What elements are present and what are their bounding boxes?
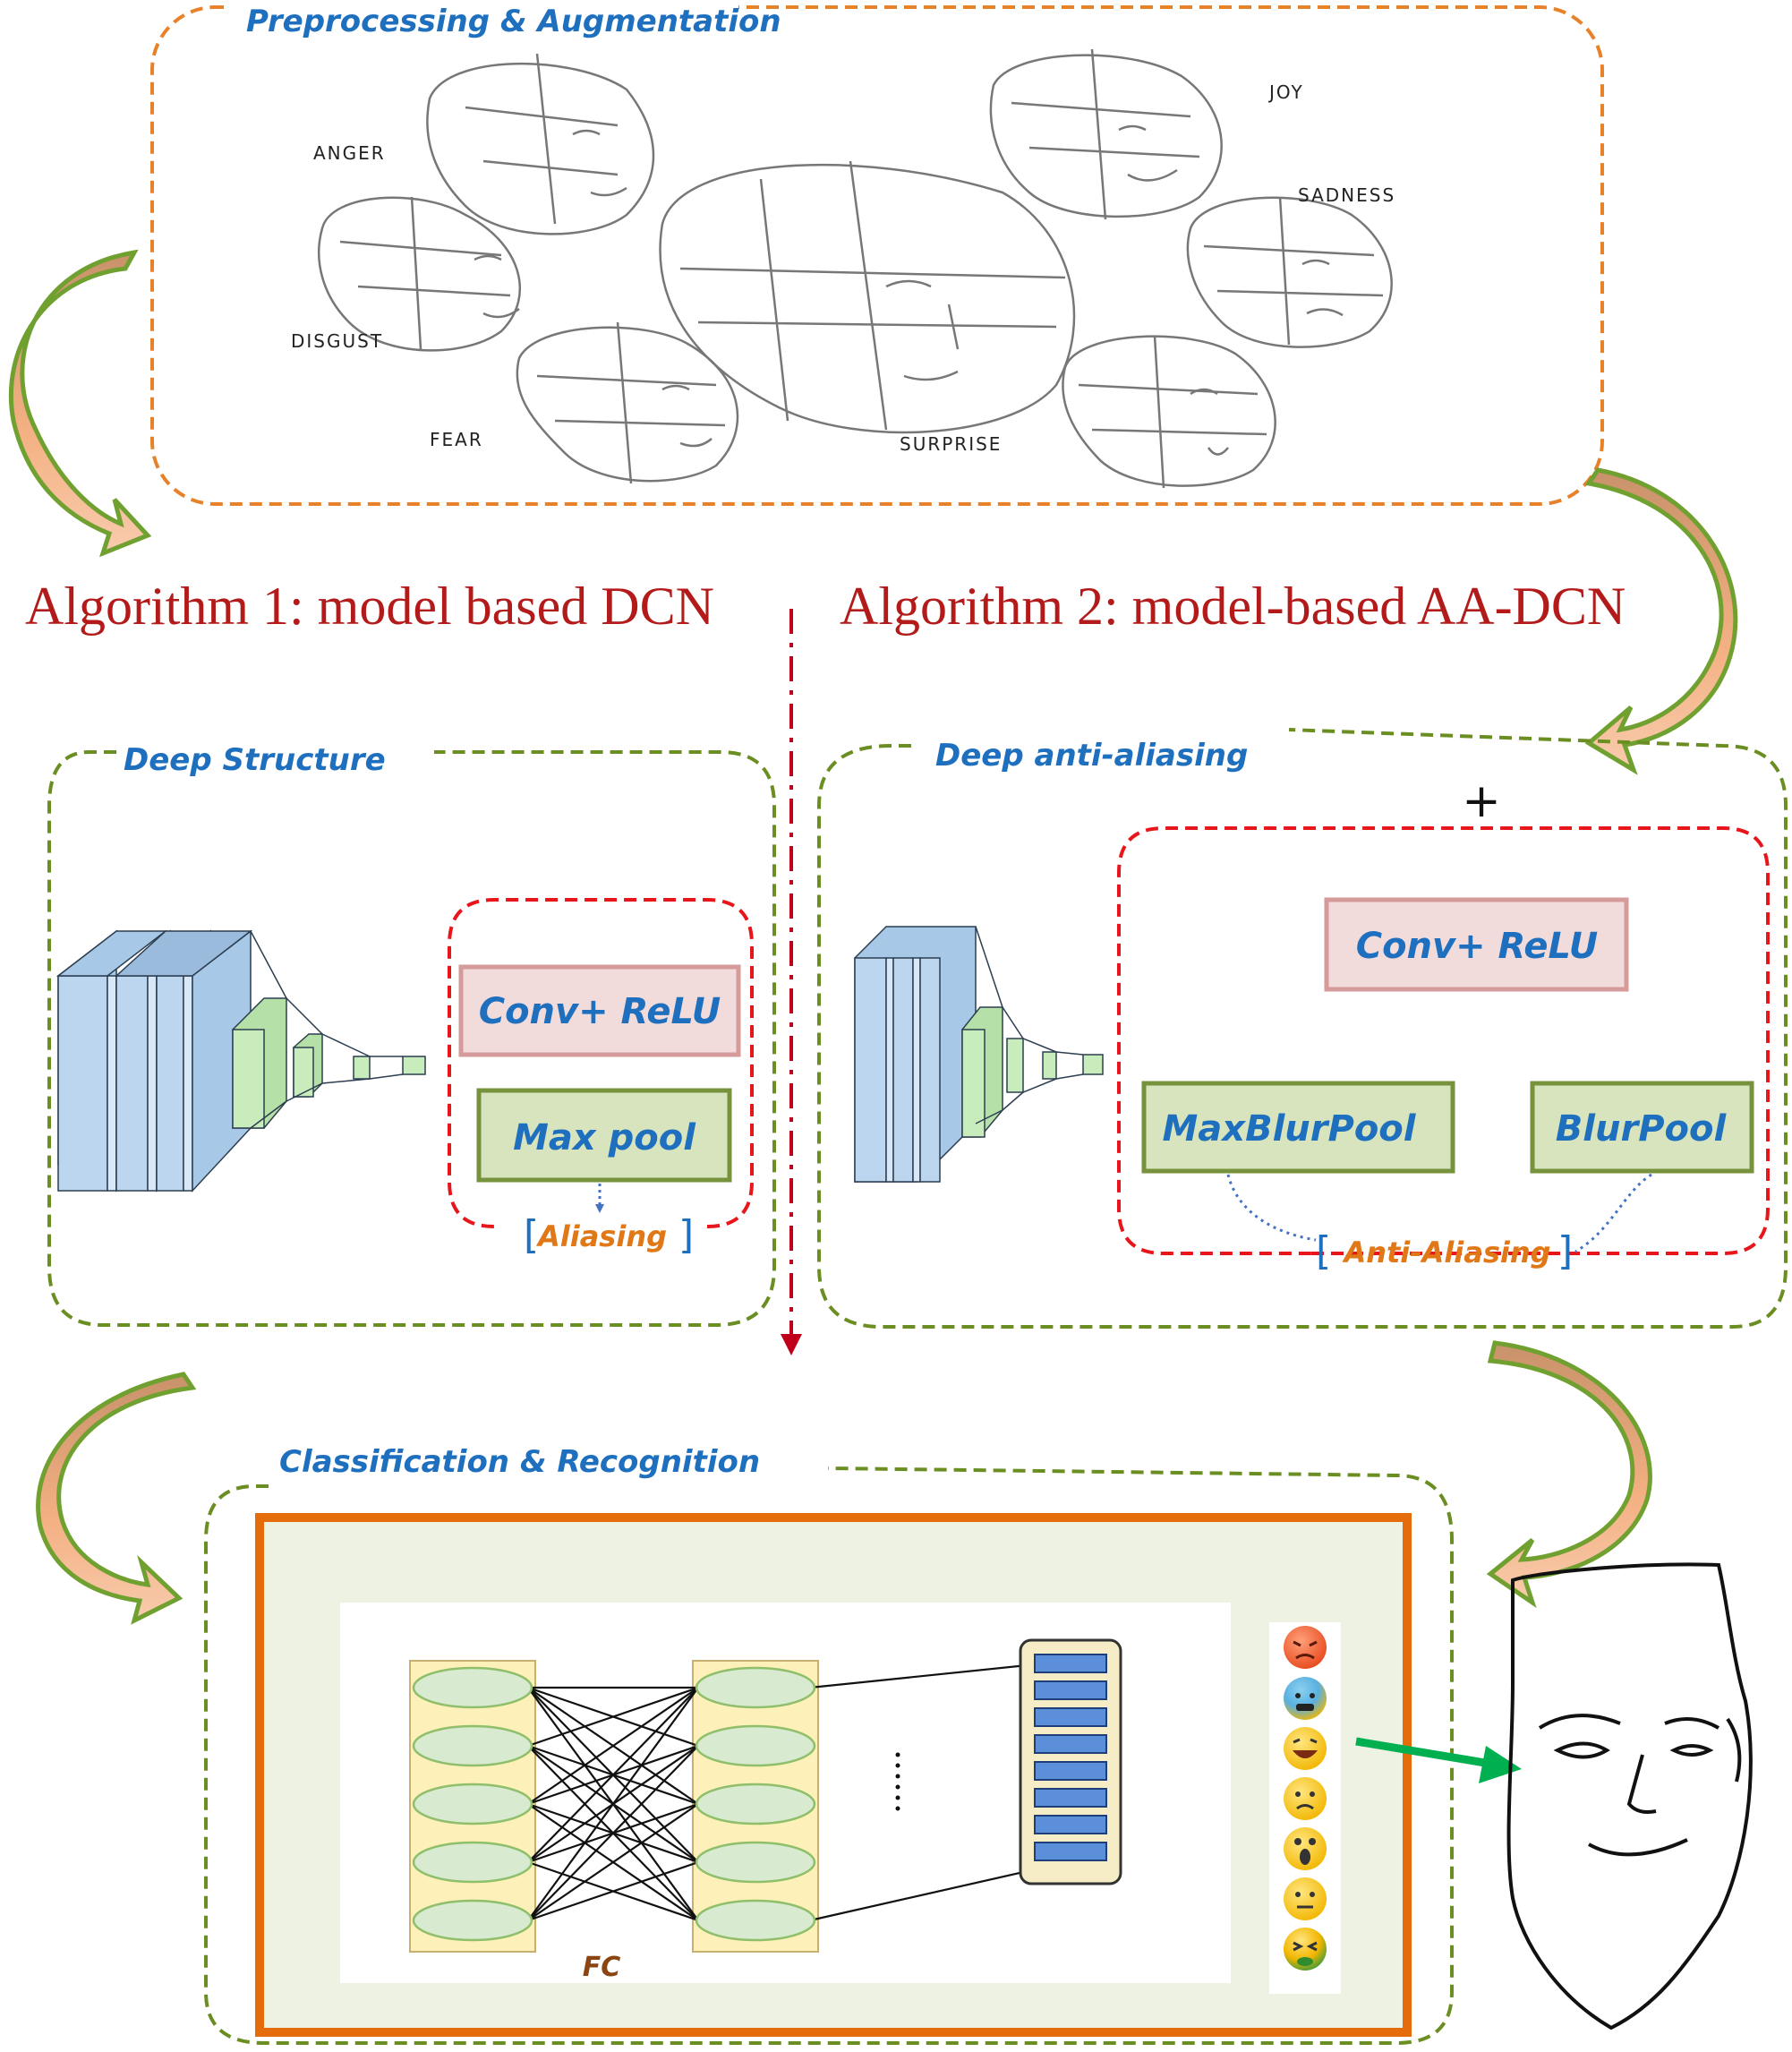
curved-arrow-left-bottom (36, 1372, 197, 1625)
maxblurpool-label: MaxBlurPool (1163, 1108, 1417, 1150)
emotion-label-surprise: SURPRISE (900, 433, 1002, 455)
preprocessing-border (150, 5, 1604, 506)
result-arrow (1355, 1737, 1522, 1783)
deep-anti-aliasing-title: Deep anti-aliasing (935, 738, 1248, 774)
aliasing-label: Aliasing (535, 1219, 667, 1253)
fc-neuron (695, 1899, 816, 1942)
classification-border (204, 1466, 1454, 2045)
sketch-face-joy (989, 48, 1223, 220)
sad-emoji-icon (1284, 1777, 1327, 1820)
conv-relu-label: Conv+ ReLU (479, 991, 721, 1032)
fc-neuron (412, 1724, 533, 1767)
classification-stage: Classification & Recognition (204, 1444, 1522, 2045)
algorithm-1-title: Algorithm 1: model based DCN (25, 577, 714, 636)
aa-conv-relu-box (1324, 897, 1629, 992)
surprised-emoji-icon (1284, 1827, 1327, 1870)
curved-arrow-right-bottom (1486, 1340, 1652, 1609)
ellipsis-dots (895, 1752, 900, 1811)
aliasing-bracket-left: [ (524, 1212, 539, 1258)
aa-conv-relu-label: Conv+ ReLU (1356, 926, 1599, 967)
blurpool-connector (1574, 1173, 1652, 1253)
maxblurpool-connector (1226, 1174, 1317, 1242)
neutral-emoji-icon (1284, 1877, 1327, 1920)
fearful-emoji-icon (1284, 1677, 1327, 1720)
algorithm-2-title: Algorithm 2: model-based AA-DCN (840, 577, 1626, 636)
fc-neuron (412, 1899, 533, 1942)
deep-anti-aliasing-panel: Deep anti-aliasing + Conv+ ReLU MaxBlurP… (817, 728, 1788, 1329)
deep-structure-title: Deep Structure (124, 742, 386, 778)
max-pool-box (476, 1088, 732, 1183)
preprocessing-title: Preprocessing & Augmentation (246, 4, 781, 39)
curved-arrow-left-top (8, 249, 152, 558)
emotion-label-fear: FEAR (430, 429, 483, 450)
max-pool-label: Max pool (513, 1117, 696, 1159)
laughing-emoji-icon (1284, 1727, 1327, 1770)
emoji-list (1284, 1626, 1327, 1971)
anti-aliasing-label: Anti-Aliasing (1341, 1235, 1550, 1270)
sketch-face-fear (516, 321, 739, 484)
sketched-faces (318, 48, 1393, 489)
sketch-face-surprise (1062, 335, 1276, 489)
emotion-label-disgust: DISGUST (291, 330, 383, 352)
deep-structure-border (47, 750, 776, 1327)
anti-aliasing-bracket-left: [ (1316, 1228, 1331, 1274)
fc-neuron (412, 1841, 533, 1884)
cnn-layer-stack-2 (854, 926, 1104, 1183)
emotion-label-joy: JOY (1267, 81, 1304, 103)
fc-label: FC (583, 1952, 621, 1983)
classification-title: Classification & Recognition (279, 1444, 760, 1480)
emotion-label-sadness: SADNESS (1298, 184, 1395, 206)
sketch-face-sadness (1186, 196, 1393, 348)
fc-neuron (695, 1841, 816, 1884)
deep-structure-panel: Deep Structure (47, 742, 776, 1327)
center-divider (781, 609, 802, 1355)
fc-neuron (695, 1666, 816, 1709)
fc-neuron (695, 1724, 816, 1767)
plus-sign: + (1462, 774, 1501, 828)
disgusted-emoji-icon (1284, 1928, 1327, 1971)
aliasing-bracket-right: ] (678, 1212, 694, 1258)
sketch-face-disgust (318, 196, 522, 352)
curved-arrow-right-top (1584, 467, 1738, 775)
preprocessing-stage: Preprocessing & Augmentation (150, 0, 1604, 506)
angry-emoji-icon (1284, 1626, 1327, 1669)
fc-network: FC (409, 1638, 1122, 1983)
recognized-face-sketch (1506, 1562, 1753, 2031)
blurpool-box (1530, 1081, 1754, 1174)
conv-relu-box (458, 964, 741, 1057)
maxblurpool-box (1141, 1081, 1455, 1174)
cnn-layer-stack-1 (55, 929, 426, 1193)
sketch-face-anger (426, 53, 655, 235)
sketch-face-center (659, 160, 1076, 434)
flow-arrows (8, 249, 1738, 1625)
anti-aliasing-block (1117, 826, 1770, 1255)
fc-neuron (412, 1666, 533, 1709)
anti-aliasing-bracket-right: ] (1557, 1228, 1573, 1274)
emotion-label-anger: ANGER (313, 142, 386, 164)
blurpool-label: BlurPool (1556, 1108, 1728, 1150)
fc-neuron (412, 1783, 533, 1825)
fc-neuron (695, 1783, 816, 1825)
